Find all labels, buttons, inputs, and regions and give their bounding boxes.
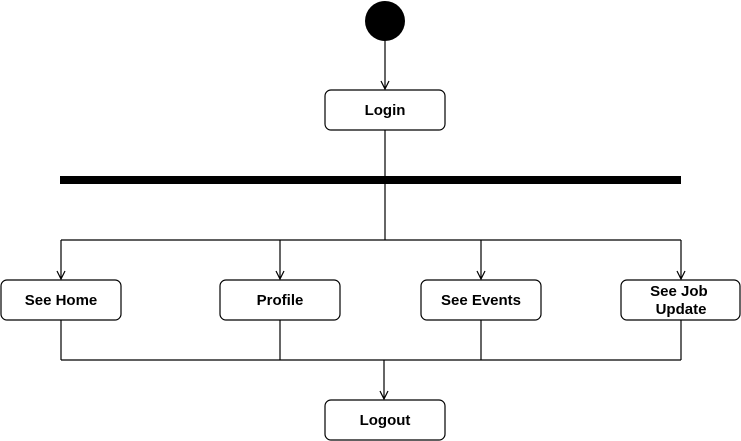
login-node: Login bbox=[324, 89, 446, 131]
login-label: Login bbox=[365, 102, 406, 119]
see-events-label: See Events bbox=[441, 292, 521, 309]
see-job-update-label-line1: See Job bbox=[650, 283, 708, 300]
see-job-update-label: See Job Update bbox=[650, 283, 712, 318]
fork-bar bbox=[60, 176, 681, 184]
see-job-update-label-line2: Update bbox=[656, 301, 707, 318]
see-home-node: See Home bbox=[0, 279, 122, 321]
profile-node: Profile bbox=[219, 279, 341, 321]
logout-label: Logout bbox=[360, 412, 411, 429]
logout-node: Logout bbox=[324, 399, 446, 441]
start-node bbox=[365, 1, 405, 41]
see-job-update-node: See Job Update bbox=[620, 279, 741, 321]
see-home-label: See Home bbox=[25, 292, 98, 309]
see-events-node: See Events bbox=[420, 279, 542, 321]
profile-label: Profile bbox=[257, 292, 304, 309]
